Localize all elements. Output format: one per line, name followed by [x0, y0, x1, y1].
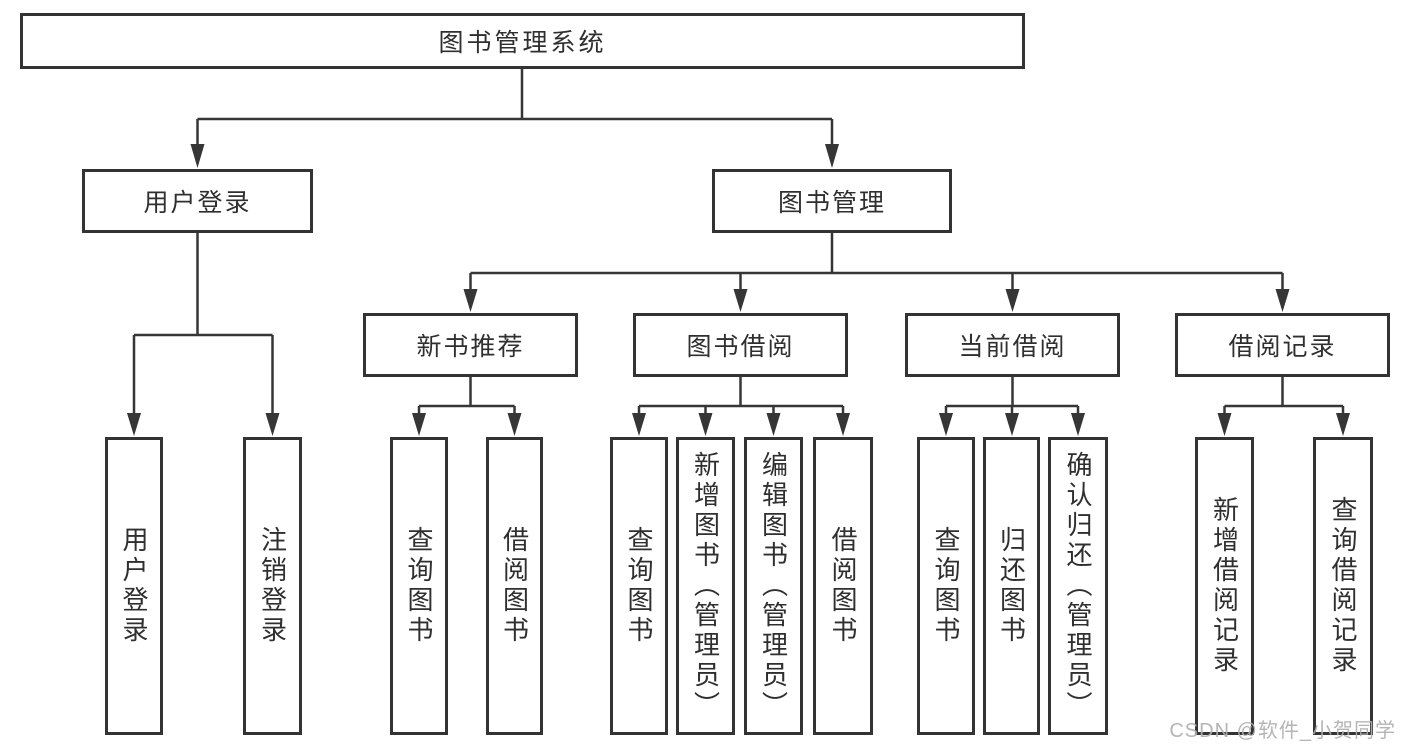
node-label: 借阅记录 — [1228, 333, 1337, 361]
node-label: 注销登录 — [257, 526, 288, 646]
leaf-query-books-newbook: 查询图书 — [390, 437, 448, 735]
leaf-logout: 注销登录 — [243, 437, 302, 735]
node-label: 确认归还（管理员） — [1063, 451, 1093, 721]
arrowheads-borrow-to-leaves — [632, 413, 850, 436]
connector-root-to-level2 — [196, 69, 834, 145]
csdn-watermark: CSDN @软件_小贺同学 — [1169, 720, 1396, 742]
connector-current-to-leaves — [944, 377, 1080, 414]
node-label: 归还图书 — [996, 526, 1027, 646]
leaf-confirm-return-admin: 确认归还（管理员） — [1048, 437, 1108, 735]
arrowheads-bookmgmt-to-level3 — [463, 289, 1290, 312]
node-book-borrowing: 图书借阅 — [633, 313, 848, 377]
connector-userlogin-to-leaves — [132, 233, 274, 414]
node-label: 图书管理 — [777, 189, 886, 217]
node-label: 用户登录 — [143, 189, 252, 217]
node-label: 查询图书 — [404, 526, 434, 646]
node-label: 新增借阅记录 — [1209, 496, 1240, 676]
node-label: 当前借阅 — [958, 333, 1067, 361]
leaf-user-login: 用户登录 — [105, 437, 163, 735]
leaf-edit-books-admin: 编辑图书（管理员） — [744, 437, 803, 735]
node-label: 编辑图书（管理员） — [758, 451, 789, 721]
leaf-borrow-books-newbook: 借阅图书 — [486, 437, 543, 735]
connector-records-to-leaves — [1223, 377, 1345, 414]
arrowheads-userlogin-to-leaves — [127, 413, 280, 436]
node-book-management: 图书管理 — [712, 169, 952, 233]
leaf-return-books: 归还图书 — [983, 437, 1040, 735]
leaf-add-books-admin: 新增图书（管理员） — [676, 437, 735, 735]
node-label: 图书借阅 — [686, 333, 795, 361]
node-label: 新书推荐 — [416, 333, 525, 361]
connector-newbook-to-leaves — [417, 377, 516, 414]
node-label: 借阅图书 — [499, 526, 530, 646]
node-label: 查询图书 — [624, 526, 654, 646]
connector-borrow-to-leaves — [637, 377, 845, 414]
node-library-management-system: 图书管理系统 — [20, 13, 1025, 69]
node-label: 用户登录 — [119, 526, 149, 646]
connector-bookmgmt-to-level3 — [469, 233, 1284, 290]
arrowheads-records-to-leaves — [1217, 413, 1350, 436]
arrowheads-current-to-leaves — [939, 413, 1085, 436]
node-label: 新增图书（管理员） — [690, 451, 721, 721]
node-label: 图书管理系统 — [438, 29, 607, 57]
arrowheads-root-to-level2 — [190, 144, 839, 168]
node-new-book-recommendation: 新书推荐 — [363, 313, 578, 377]
leaf-query-books-borrow: 查询图书 — [610, 437, 668, 735]
node-label: 查询图书 — [931, 526, 961, 646]
leaf-query-borrow-record: 查询借阅记录 — [1313, 437, 1373, 735]
node-label: 查询借阅记录 — [1328, 496, 1358, 676]
arrowheads-newbook-to-leaves — [412, 413, 522, 436]
node-label: 借阅图书 — [828, 526, 858, 646]
leaf-query-books-current: 查询图书 — [917, 437, 975, 735]
node-current-borrowing: 当前借阅 — [905, 313, 1120, 377]
node-borrowing-records: 借阅记录 — [1175, 313, 1390, 377]
leaf-borrow-books: 借阅图书 — [813, 437, 873, 735]
node-user-login: 用户登录 — [82, 169, 313, 233]
leaf-add-borrow-record: 新增借阅记录 — [1195, 437, 1254, 735]
